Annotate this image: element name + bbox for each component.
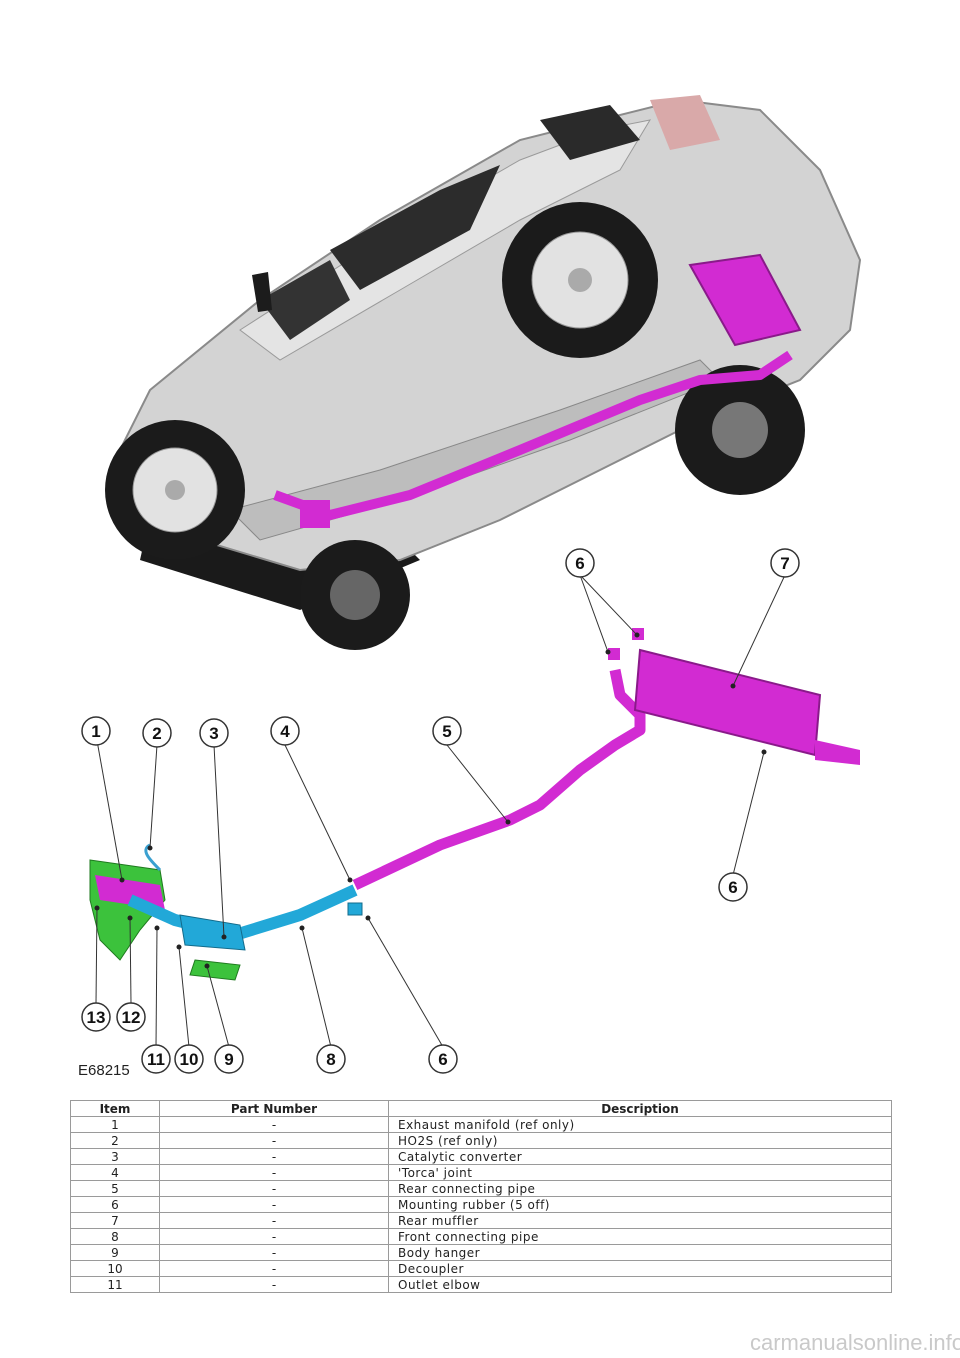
table-row: 5-Rear connecting pipe — [70, 1180, 892, 1197]
callout-label: 5 — [442, 722, 451, 741]
item-cell: 8 — [70, 1228, 160, 1245]
callout-label: 4 — [280, 722, 290, 741]
table-row: 11-Outlet elbow — [70, 1276, 892, 1293]
callout-label: 11 — [147, 1050, 165, 1069]
description-cell: Decoupler — [388, 1260, 892, 1277]
callout-9: 9 — [214, 1044, 244, 1074]
header-part-number: Part Number — [159, 1100, 389, 1117]
callout-12: 12 — [116, 1002, 146, 1032]
item-cell: 6 — [70, 1196, 160, 1213]
callout-1: 1 — [81, 716, 111, 746]
callout-label: 8 — [326, 1050, 335, 1069]
callout-label: 6 — [575, 554, 584, 573]
callout-label: 3 — [209, 724, 218, 743]
part-number-cell: - — [159, 1148, 389, 1165]
rear-wheel — [502, 202, 658, 358]
part-number-cell: - — [159, 1164, 389, 1181]
vehicle-illustration — [105, 95, 862, 650]
callout-11: 11 — [141, 1044, 171, 1074]
parts-table: Item Part Number Description 1-Exhaust m… — [70, 1100, 892, 1293]
callout-6: 6 — [565, 548, 595, 578]
callout-label: 1 — [91, 722, 100, 741]
item-cell: 11 — [70, 1276, 160, 1293]
item-cell: 5 — [70, 1180, 160, 1197]
callout-10: 10 — [174, 1044, 204, 1074]
part-number-cell: - — [159, 1276, 389, 1293]
part-number-cell: - — [159, 1116, 389, 1133]
description-cell: HO2S (ref only) — [388, 1132, 892, 1149]
description-cell: 'Torca' joint — [388, 1164, 892, 1181]
description-cell: Outlet elbow — [388, 1276, 892, 1293]
description-cell: Body hanger — [388, 1244, 892, 1261]
callout-6: 6 — [428, 1044, 458, 1074]
table-row: 7-Rear muffler — [70, 1212, 892, 1229]
table-row: 6-Mounting rubber (5 off) — [70, 1196, 892, 1213]
callout-5: 5 — [432, 716, 462, 746]
item-cell: 7 — [70, 1212, 160, 1229]
description-cell: Rear muffler — [388, 1212, 892, 1229]
item-cell: 2 — [70, 1132, 160, 1149]
front-wheel — [105, 420, 245, 560]
part-number-cell: - — [159, 1196, 389, 1213]
table-row: 4-'Torca' joint — [70, 1164, 892, 1181]
description-cell: Exhaust manifold (ref only) — [388, 1116, 892, 1133]
callout-label: 12 — [122, 1008, 141, 1027]
table-row: 9-Body hanger — [70, 1244, 892, 1261]
part-number-cell: - — [159, 1212, 389, 1229]
callout-label: 6 — [728, 878, 737, 897]
header-description: Description — [388, 1100, 892, 1117]
table-row: 3-Catalytic converter — [70, 1148, 892, 1165]
table-row: 1-Exhaust manifold (ref only) — [70, 1116, 892, 1133]
description-cell: Rear connecting pipe — [388, 1180, 892, 1197]
item-cell: 4 — [70, 1164, 160, 1181]
item-cell: 1 — [70, 1116, 160, 1133]
watermark: carmanualsonline.info — [750, 1330, 960, 1355]
callout-8: 8 — [316, 1044, 346, 1074]
description-cell: Front connecting pipe — [388, 1228, 892, 1245]
exhaust-assembly — [89, 628, 860, 981]
part-number-cell: - — [159, 1244, 389, 1261]
callout-label: 6 — [438, 1050, 447, 1069]
item-cell: 10 — [70, 1260, 160, 1277]
table-row: 2-HO2S (ref only) — [70, 1132, 892, 1149]
header-item: Item — [70, 1100, 160, 1117]
callout-13: 13 — [81, 1002, 111, 1032]
description-cell: Mounting rubber (5 off) — [388, 1196, 892, 1213]
callout-label: 2 — [152, 724, 161, 743]
part-number-cell: - — [159, 1180, 389, 1197]
callout-7: 7 — [770, 548, 800, 578]
callout-6: 6 — [718, 872, 748, 902]
callouts — [94, 574, 786, 1048]
part-number-cell: - — [159, 1260, 389, 1277]
description-cell: Catalytic converter — [388, 1148, 892, 1165]
item-cell: 3 — [70, 1148, 160, 1165]
callout-label: 10 — [180, 1050, 199, 1069]
figure-code: E68215 — [78, 1062, 130, 1079]
callout-label: 7 — [780, 554, 789, 573]
table-header-row: Item Part Number Description — [70, 1100, 892, 1117]
part-number-cell: - — [159, 1132, 389, 1149]
table-row: 10-Decoupler — [70, 1260, 892, 1277]
callout-label: 13 — [87, 1008, 106, 1027]
table-row: 8-Front connecting pipe — [70, 1228, 892, 1245]
part-number-cell: - — [159, 1228, 389, 1245]
callout-2: 2 — [142, 718, 172, 748]
callout-3: 3 — [199, 718, 229, 748]
item-cell: 9 — [70, 1244, 160, 1261]
callout-4: 4 — [270, 716, 300, 746]
callout-label: 9 — [224, 1050, 233, 1069]
